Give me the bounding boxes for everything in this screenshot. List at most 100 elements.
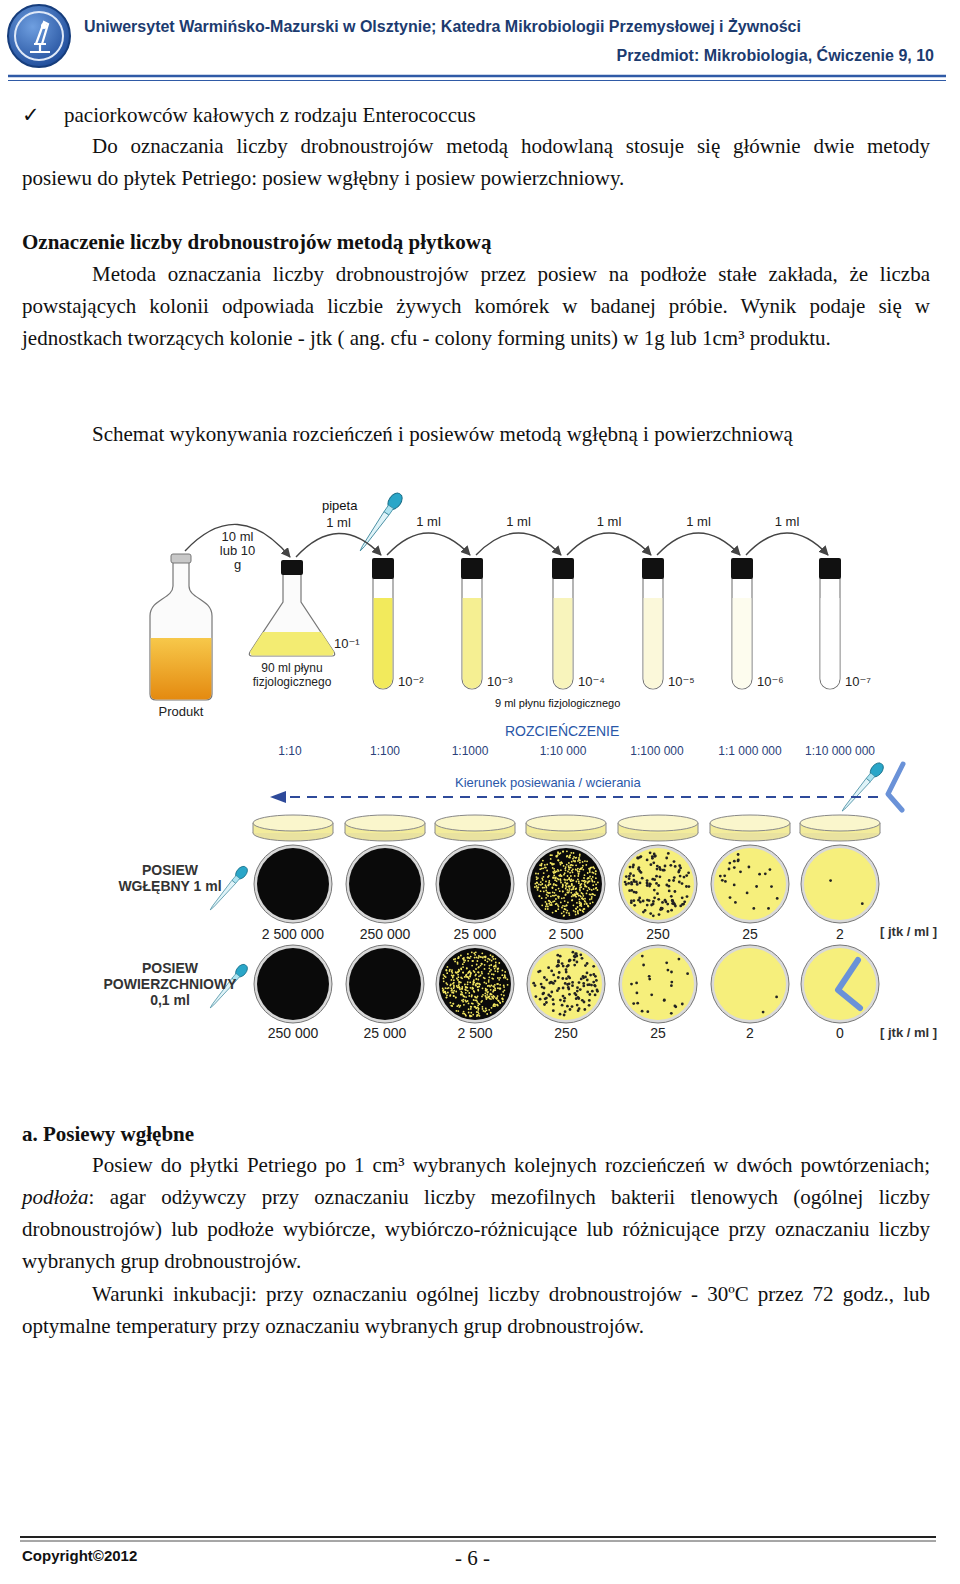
count: 0 bbox=[792, 1025, 888, 1041]
petri-dishes-part bbox=[586, 991, 589, 994]
petri-dishes-part bbox=[685, 885, 688, 888]
petri-dishes-part bbox=[648, 975, 651, 978]
petri-dishes-part bbox=[648, 885, 651, 888]
petri-dishes-part bbox=[653, 878, 656, 881]
petri-dishes-part bbox=[560, 902, 562, 904]
petri-dishes-part bbox=[464, 960, 466, 962]
petri-dishes-part bbox=[564, 868, 566, 870]
petri-dishes-part bbox=[564, 879, 566, 881]
petri-dishes-part bbox=[739, 870, 742, 873]
petri-dishes-part bbox=[468, 1012, 470, 1014]
petri-dishes-part bbox=[658, 913, 661, 916]
petri-dishes-part bbox=[861, 902, 864, 905]
petri-dishes-part bbox=[547, 966, 550, 969]
petri-dishes-part bbox=[494, 984, 496, 986]
petri-dishes-part bbox=[666, 903, 669, 906]
petri-dishes-part bbox=[557, 964, 560, 967]
petri-dishes-part bbox=[562, 851, 564, 853]
petri-dishes-part bbox=[460, 968, 462, 970]
petri-dishes-part bbox=[484, 964, 486, 966]
petri-dishes-part bbox=[767, 907, 770, 910]
test-tube: 10⁻³ bbox=[460, 558, 484, 690]
petri-dishes-part bbox=[561, 912, 563, 914]
count: 250 000 bbox=[337, 926, 433, 942]
petri-dishes-part bbox=[681, 896, 684, 899]
method-label: POSIEW WGŁĘBNY 1 ml bbox=[118, 862, 222, 894]
petri-dishes-part bbox=[755, 885, 758, 888]
petri-dishes-part bbox=[460, 977, 462, 979]
tube-outline bbox=[551, 558, 575, 690]
pipette bbox=[206, 490, 886, 1011]
petri-dishes-part bbox=[547, 876, 549, 878]
petri-dishes-part bbox=[566, 883, 568, 885]
petri-dishes-part bbox=[557, 908, 559, 910]
product-bottle: Produkt bbox=[146, 554, 216, 702]
petri-dishes-part bbox=[553, 863, 555, 865]
petri-dishes-part bbox=[476, 983, 478, 985]
petri-dishes-part bbox=[659, 875, 662, 878]
petri-dishes-part bbox=[595, 870, 597, 872]
volume-label: 10 ml lub 10 g bbox=[216, 530, 260, 572]
petri-dishes-part bbox=[548, 880, 550, 882]
petri-dishes-part bbox=[497, 999, 499, 1001]
petri-dishes-part bbox=[584, 860, 586, 862]
petri-dishes-part bbox=[555, 877, 557, 879]
petri-dishes-part bbox=[582, 865, 584, 867]
petri-dishes-part bbox=[465, 1000, 467, 1002]
petri-dishes-part bbox=[482, 1006, 484, 1008]
petri-dishes-part bbox=[493, 986, 495, 988]
petri-dishes-part bbox=[636, 992, 639, 995]
petri-dishes-part bbox=[537, 970, 540, 973]
petri-dishes-part bbox=[551, 904, 553, 906]
petri-dishes-part bbox=[549, 901, 551, 903]
petri-dishes-part bbox=[503, 995, 505, 997]
petri-dishes-part bbox=[655, 882, 658, 885]
petri-dishes-part bbox=[493, 958, 495, 960]
petri-dishes-part bbox=[552, 891, 554, 893]
petri-dishes-part bbox=[548, 982, 551, 985]
petri-dishes-part bbox=[688, 885, 691, 888]
dilution-label: 10⁻⁷ bbox=[845, 674, 871, 689]
count: 250 000 bbox=[245, 1025, 341, 1041]
petri-dishes-part bbox=[535, 873, 537, 875]
petri-dishes-part bbox=[453, 979, 455, 981]
petri-dishes-part bbox=[575, 896, 577, 898]
petri-dishes-part bbox=[556, 954, 559, 957]
petri-dishes-part bbox=[456, 978, 458, 980]
petri-dishes-part bbox=[775, 996, 778, 999]
petri-dishes-part bbox=[572, 951, 575, 954]
petri-dishes-part bbox=[574, 911, 576, 913]
bottle-outline-part bbox=[171, 554, 191, 563]
petri-dishes-part bbox=[637, 899, 640, 902]
petri-dishes-part bbox=[481, 971, 483, 973]
petri-dishes-part bbox=[467, 981, 469, 983]
petri-dishes-part bbox=[455, 997, 457, 999]
petri-dishes-part bbox=[568, 869, 570, 871]
petri-dishes-part bbox=[477, 986, 479, 988]
petri-dishes-part bbox=[628, 877, 631, 880]
petri-dishes-part bbox=[571, 1005, 574, 1008]
petri-dishes-part bbox=[622, 948, 694, 1020]
petri-dishes-part bbox=[563, 915, 565, 917]
petri-dishes-part bbox=[461, 1000, 463, 1002]
transfer-arrow bbox=[567, 533, 651, 555]
petri-dishes-part bbox=[541, 877, 543, 879]
petri-dishes-part bbox=[671, 899, 674, 902]
petri-dishes-part bbox=[681, 882, 684, 885]
petri-dishes-part bbox=[467, 957, 469, 959]
petri-dishes-part bbox=[490, 969, 492, 971]
petri-dishes-part bbox=[471, 951, 473, 953]
petri-dishes-part bbox=[567, 986, 570, 989]
petri-dishes-part bbox=[556, 989, 559, 992]
petri-dishes-part bbox=[546, 904, 548, 906]
petri-dishes-part bbox=[559, 890, 561, 892]
petri-dishes-part bbox=[573, 959, 576, 962]
petri-dishes-part bbox=[552, 867, 554, 869]
petri-dishes-part bbox=[497, 983, 499, 985]
petri-dishes-part bbox=[563, 1014, 566, 1017]
petri-dishes-part bbox=[445, 982, 447, 984]
petri-dishes-part bbox=[499, 988, 501, 990]
petri-dishes-part bbox=[451, 971, 453, 973]
petri-dishes-part bbox=[776, 897, 779, 900]
petri-dishes-part bbox=[546, 887, 548, 889]
